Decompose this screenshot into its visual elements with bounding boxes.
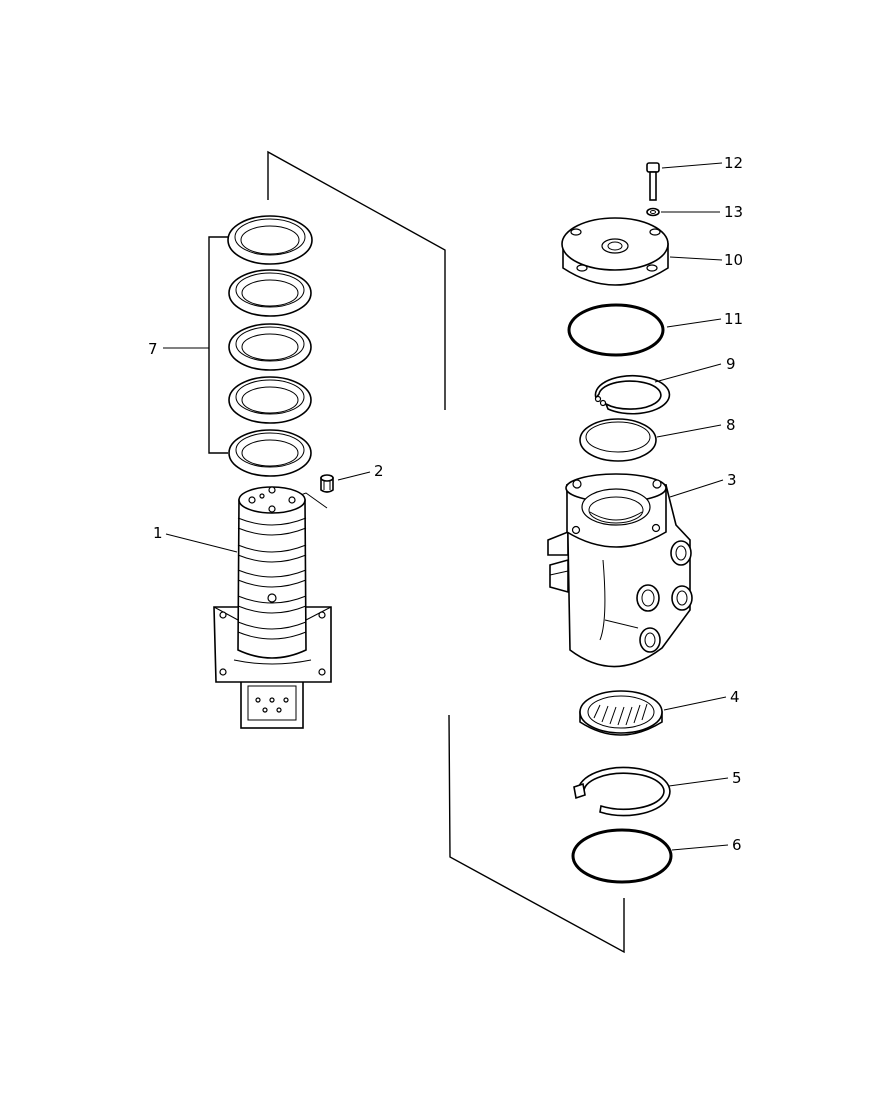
o-ring-upper [567,303,665,357]
callout-7: 7 [148,340,158,358]
assembly-guide-line-lower [448,714,625,954]
leader-line-6 [671,844,729,851]
seal-stack-bracket [208,236,228,454]
ring [579,418,657,462]
o-ring-lower [571,828,673,884]
plug [320,474,334,493]
seal-ring [228,376,312,424]
leader-line-1 [165,533,238,553]
washer [646,207,660,217]
callout-4: 4 [730,688,740,706]
cover [561,217,669,286]
callout-12: 12 [724,154,743,172]
callout-3: 3 [727,471,737,489]
leader-line-2 [337,471,371,481]
callout-10: 10 [724,251,743,269]
leader-line-8 [656,424,722,438]
callout-2: 2 [374,462,384,480]
leader-line-3 [669,479,724,498]
callout-13: 13 [724,203,743,221]
seal-ring [228,323,312,371]
callout-6: 6 [732,836,742,854]
seal-ring [228,269,312,317]
seal-ring [228,429,312,477]
assembly-guide-line-upper [267,150,446,410]
callout-5: 5 [732,769,742,787]
leader-line-4 [663,696,727,711]
swivel-shaft [213,486,332,729]
leader-line-9 [654,363,722,383]
leader-line-12 [661,162,723,169]
housing [547,473,693,668]
callout-1: 1 [153,524,163,542]
bearing [579,690,663,736]
snap-ring-upper [594,374,671,415]
leader-line-5 [668,777,729,787]
leader-line-10 [669,256,723,261]
callout-8: 8 [726,416,736,434]
callout-11: 11 [724,310,743,328]
seal-ring-stack [227,215,313,477]
callout-9: 9 [726,355,736,373]
leader-line-11 [666,318,722,328]
bolt [646,162,660,201]
seal-ring [227,215,313,265]
snap-ring-lower [573,766,671,817]
